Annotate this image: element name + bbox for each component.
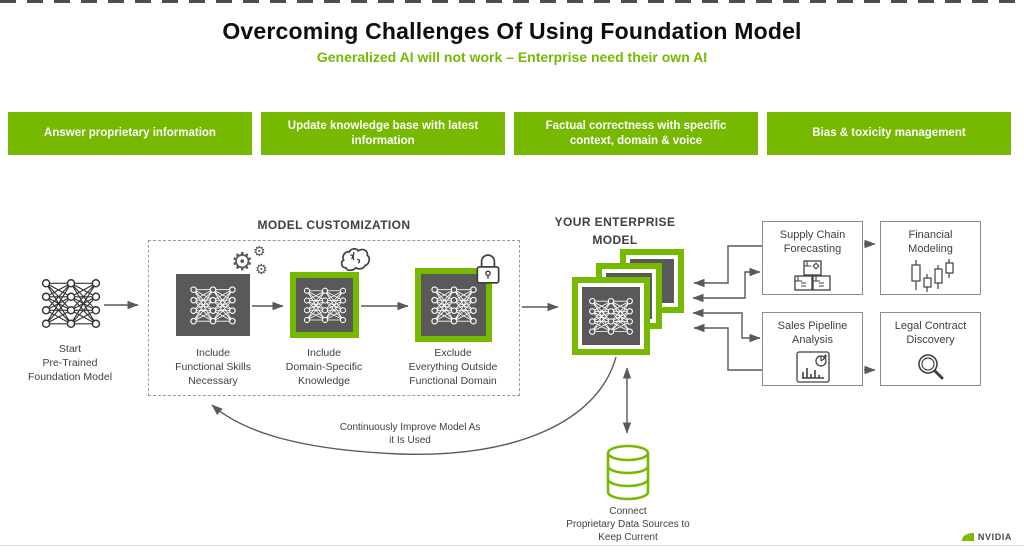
slide-top-border <box>0 0 1024 3</box>
stage-functional-skills-square <box>176 274 250 336</box>
use-case-legal-contract: Legal Contract Discovery <box>880 312 981 386</box>
enterprise-model-title: YOUR ENTERPRISE MODEL <box>554 215 676 247</box>
pretrained-network-icon <box>37 276 105 335</box>
stage-exclude-label: Exclude Everything Outside Functional Do… <box>408 347 498 388</box>
use-case-financial-modeling: Financial Modeling <box>880 221 981 295</box>
candlestick-chart-icon <box>910 258 954 292</box>
stage-domain-knowledge-square <box>290 272 359 338</box>
neural-network-icon <box>586 295 636 337</box>
banner-factual-correctness: Factual correctness with specific contex… <box>514 112 758 155</box>
neural-network-icon <box>428 284 480 326</box>
banner-bias-toxicity: Bias & toxicity management <box>767 112 1011 155</box>
nvidia-eye-icon <box>961 533 974 541</box>
neural-network-icon <box>187 284 239 326</box>
banner-update-knowledge: Update knowledge base with latest inform… <box>261 112 505 155</box>
feedback-loop-label: Continuously Improve Model As it Is Used <box>339 422 481 446</box>
bar-pie-chart-icon <box>795 350 830 383</box>
data-source-label: Connect Proprietary Data Sources to Keep… <box>566 506 690 543</box>
nvidia-logo: NVIDIA <box>961 532 1012 542</box>
packages-icon <box>793 259 831 291</box>
magnifier-icon <box>917 353 943 380</box>
brain-icon <box>340 248 371 272</box>
model-customization-boundary <box>148 240 520 396</box>
stacked-model-front <box>572 277 650 355</box>
challenge-banners: Answer proprietary information Update kn… <box>8 112 1011 155</box>
database-icon <box>606 444 650 501</box>
use-case-supply-chain: Supply Chain Forecasting <box>762 221 863 295</box>
stage-functional-skills-label: Include Functional Skills Necessary <box>175 347 251 388</box>
use-case-sales-pipeline: Sales Pipeline Analysis <box>762 312 863 386</box>
neural-network-icon <box>301 285 349 325</box>
nvidia-wordmark: NVIDIA <box>977 532 1012 542</box>
start-label: Start Pre-Trained Foundation Model <box>27 343 113 384</box>
stage-domain-knowledge-label: Include Domain-Specific Knowledge <box>285 347 363 388</box>
padlock-icon <box>476 254 500 284</box>
banner-answer-proprietary: Answer proprietary information <box>8 112 252 155</box>
slide-bottom-rule <box>0 545 1024 546</box>
page-subtitle: Generalized AI will not work – Enterpris… <box>316 49 708 65</box>
model-customization-title: MODEL CUSTOMIZATION <box>257 218 411 232</box>
page-title: Overcoming Challenges Of Using Foundatio… <box>222 18 802 44</box>
gears-icon: ⚙ ⚙ ⚙ <box>231 244 268 278</box>
